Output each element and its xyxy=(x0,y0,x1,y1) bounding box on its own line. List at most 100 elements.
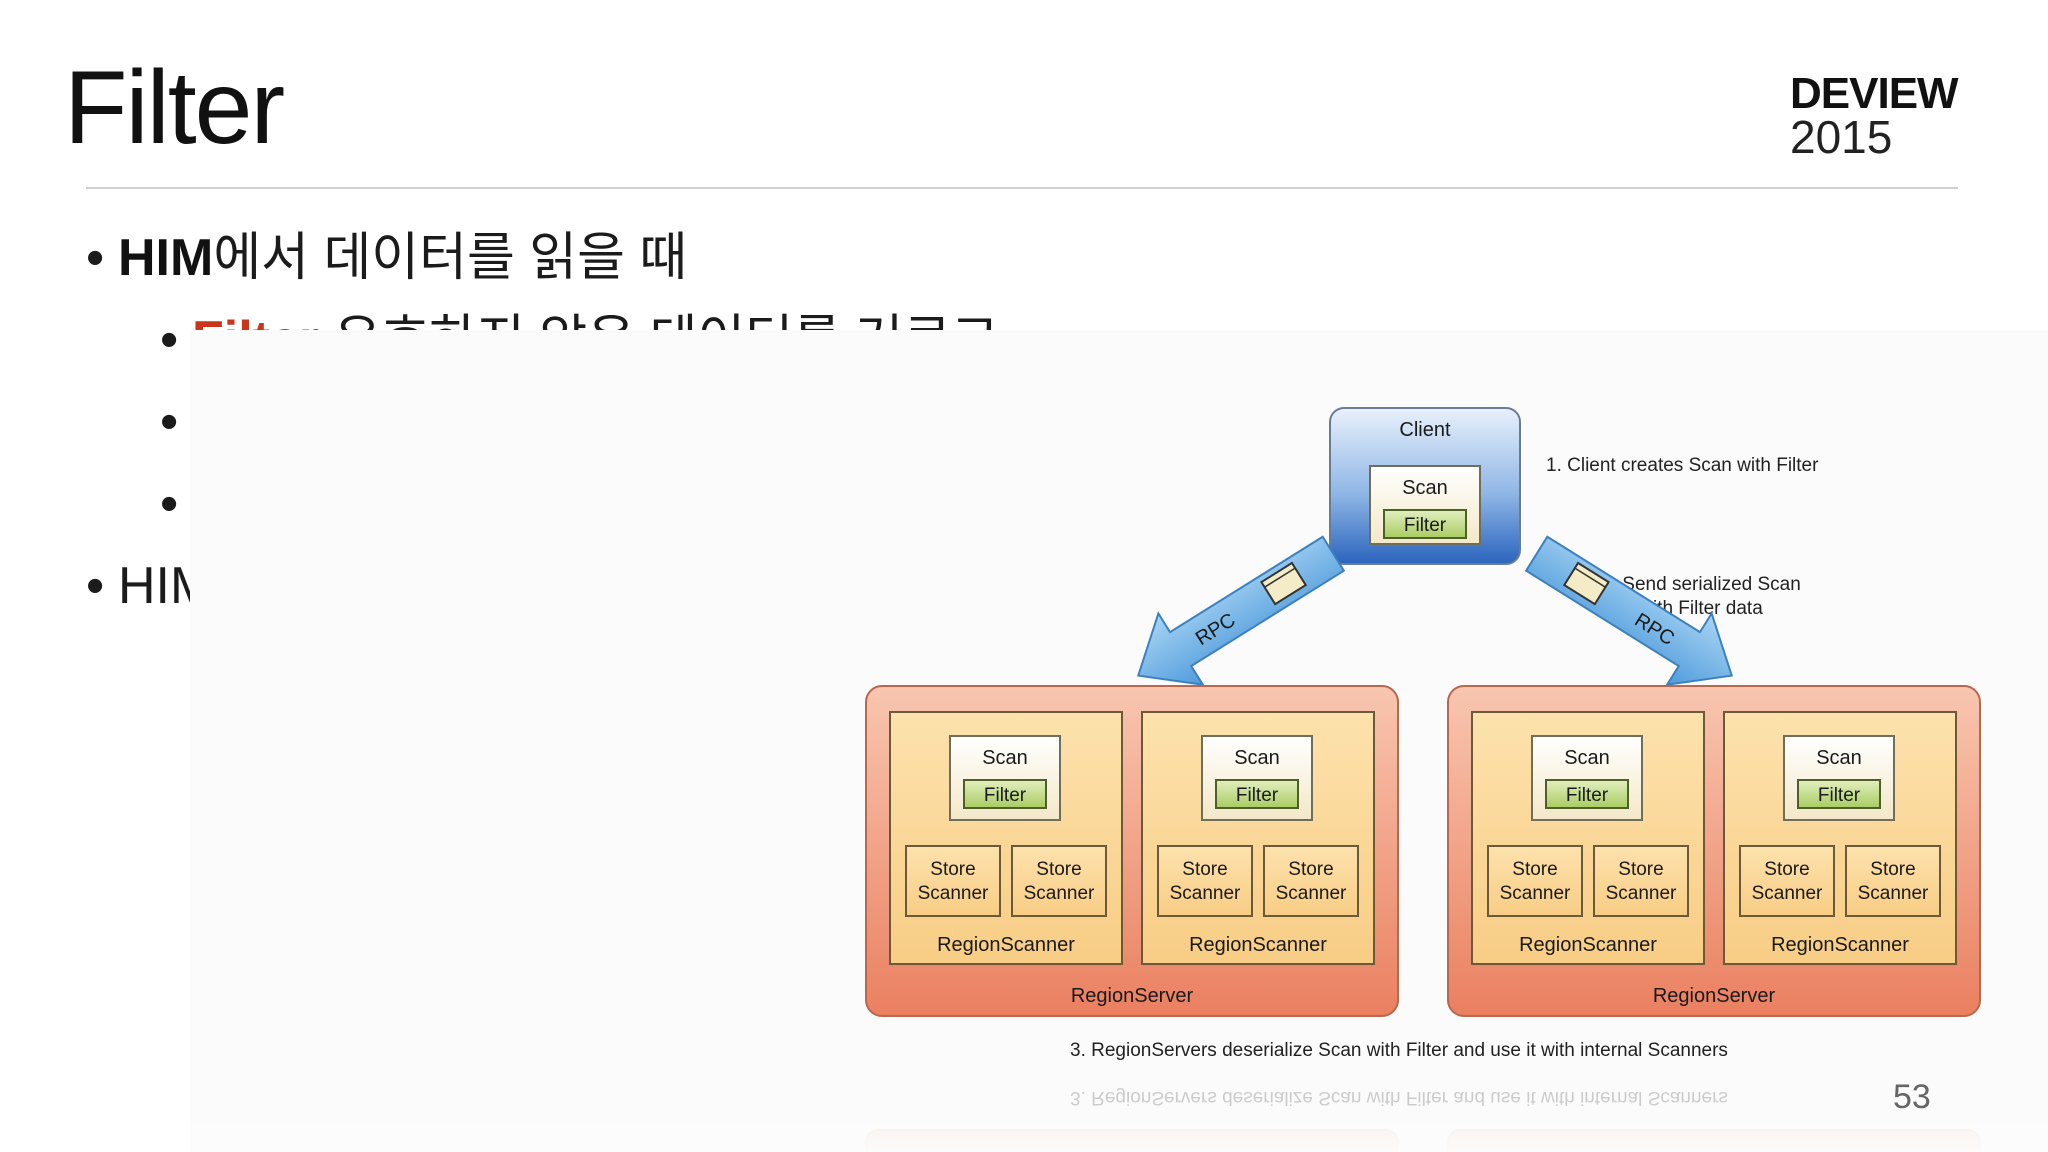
bullet-keyword: Skip xyxy=(192,475,302,533)
filter-label: Filter xyxy=(1236,785,1279,806)
store-scanner-box xyxy=(1593,845,1689,917)
bullet-text: HIM은 customFilter를 이용한다. xyxy=(118,557,827,615)
bullet-item: •Modify index정보를 유효한 데이터로 바꿔주고 xyxy=(160,390,1211,454)
region-scanner-label: RegionScanner xyxy=(1519,934,1657,956)
bullet-text: index정보를 유효한 데이터로 바꿔주고 xyxy=(359,393,1212,451)
store-scanner-label-line2: Scanner xyxy=(1276,883,1347,904)
region-scanner-box xyxy=(1471,711,1705,965)
store-scanner-box xyxy=(1263,845,1359,917)
rpc-arrow-left: RPC xyxy=(1136,535,1346,687)
filter-box xyxy=(963,779,1047,809)
store-scanner-box xyxy=(1487,845,1583,917)
store-scanner-label-line2: Scanner xyxy=(918,883,989,904)
store-scanner-label-line1: Store xyxy=(1288,859,1333,880)
bullet-dot-icon: • xyxy=(160,311,179,369)
store-scanner-label-line2: Scanner xyxy=(1606,883,1677,904)
scan-label: Scan xyxy=(1564,747,1610,769)
diagram-reflection: 3. RegionServers deserialize Scan with F… xyxy=(190,1087,2048,1152)
region-scanner-label: RegionScanner xyxy=(1771,934,1909,956)
bullet-item: •Filter 유효하지 않은 데이터를 거르고 xyxy=(160,308,999,372)
region-scanner-label: RegionScanner xyxy=(1189,934,1327,956)
filter-label: Filter xyxy=(984,785,1027,806)
store-scanner-label-line2: Scanner xyxy=(1170,883,1241,904)
bullet-text: 유효하지 않은 데이터를 거르고 xyxy=(319,311,999,369)
region-scanner-box xyxy=(1723,711,1957,965)
filter-box xyxy=(1545,779,1629,809)
client-filter-label: Filter xyxy=(1404,515,1447,536)
scan-box xyxy=(1783,735,1895,821)
client-scan-label: Scan xyxy=(1402,477,1448,499)
step-2-text-line2: with Filter data xyxy=(1638,598,1763,619)
envelope-icon xyxy=(1562,561,1610,606)
bullet-dot-icon: • xyxy=(160,393,179,451)
store-scanner-box xyxy=(1011,845,1107,917)
step-1-text: 1. Client creates Scan with Filter xyxy=(1546,455,1819,476)
store-scanner-label-line2: Scanner xyxy=(1752,883,1823,904)
store-scanner-box xyxy=(1739,845,1835,917)
scan-label: Scan xyxy=(982,747,1028,769)
scan-box xyxy=(1201,735,1313,821)
client-label: Client xyxy=(1399,419,1451,441)
envelope-icon xyxy=(1260,561,1308,606)
store-scanner-label-line1: Store xyxy=(1764,859,1809,880)
store-scanner-box xyxy=(1157,845,1253,917)
region-scanner-box xyxy=(1141,711,1375,965)
store-scanner-label-line2: Scanner xyxy=(1024,883,1095,904)
logo-year: 2015 xyxy=(1790,111,1893,163)
region-server-box xyxy=(865,685,1399,1017)
bullet-text: 에서 데이터를 읽을 때 xyxy=(213,229,688,287)
store-scanner-label-line1: Store xyxy=(1036,859,1081,880)
bullet-item: •HIM은 customFilter를 이용한다. xyxy=(86,554,827,618)
store-scanner-label-line1: Store xyxy=(1512,859,1557,880)
rpc-label: RPC xyxy=(1631,609,1678,650)
title-divider xyxy=(86,187,1958,189)
store-scanner-box xyxy=(1845,845,1941,917)
scan-box xyxy=(949,735,1061,821)
logo-brand: DEVIEW xyxy=(1790,69,1959,118)
bullet-keyword: Filter xyxy=(192,311,320,369)
slide-title: Filter xyxy=(64,50,285,166)
filter-box xyxy=(1797,779,1881,809)
store-scanner-label-line1: Store xyxy=(1182,859,1227,880)
region-servers: RegionServer RegionScanner ScanFilterStore… xyxy=(865,685,1981,1017)
store-scanner-label-line2: Scanner xyxy=(1858,883,1929,904)
bullet-item: •Skip 유효하지 않은 index는 건너뛴다. xyxy=(160,472,1025,536)
region-server-box xyxy=(1447,685,1981,1017)
scan-box xyxy=(1531,735,1643,821)
rpc-arrow-right: RPC xyxy=(1524,535,1734,687)
client-node: Client Scan Filter xyxy=(1329,407,1521,565)
bullet-keyword: HIM xyxy=(118,229,214,287)
step-3-text: 3. RegionServers deserialize Scan with F… xyxy=(1070,1040,1728,1061)
region-scanner-box xyxy=(889,711,1123,965)
region-server-label: RegionServer xyxy=(1653,985,1776,1007)
bullet-dot-icon: • xyxy=(86,229,105,287)
rpc-label: RPC xyxy=(1192,609,1239,650)
bullet-keyword: Modify xyxy=(192,393,360,451)
bullet-text: 유효하지 않은 index는 건너뛴다. xyxy=(301,475,1025,533)
store-scanner-label-line1: Store xyxy=(1870,859,1915,880)
store-scanner-label-line1: Store xyxy=(930,859,975,880)
bullet-dot-icon: • xyxy=(160,475,179,533)
region-server-label: RegionServer xyxy=(1071,985,1194,1007)
store-scanner-label-line2: Scanner xyxy=(1500,883,1571,904)
scan-label: Scan xyxy=(1816,747,1862,769)
store-scanner-label-line1: Store xyxy=(1618,859,1663,880)
filter-label: Filter xyxy=(1566,785,1609,806)
step-3-reflection-text: 3. RegionServers deserialize Scan with F… xyxy=(1070,1087,1728,1108)
step-2-text-line1: 2. Send serialized Scan xyxy=(1601,574,1801,595)
region-server-node: RegionServer RegionScanner ScanFilterStore… xyxy=(865,685,1399,1017)
region-server-node: RegionServer RegionScanner ScanFilterStore… xyxy=(1447,685,1981,1017)
bullet-dot-icon: • xyxy=(86,557,105,615)
page-number: 53 xyxy=(1893,1078,1931,1116)
bullet-item: •HIM에서 데이터를 읽을 때 xyxy=(86,226,687,290)
region-scanner-label: RegionScanner xyxy=(937,934,1075,956)
filter-box xyxy=(1215,779,1299,809)
filter-label: Filter xyxy=(1818,785,1861,806)
store-scanner-box xyxy=(905,845,1001,917)
scan-label: Scan xyxy=(1234,747,1280,769)
